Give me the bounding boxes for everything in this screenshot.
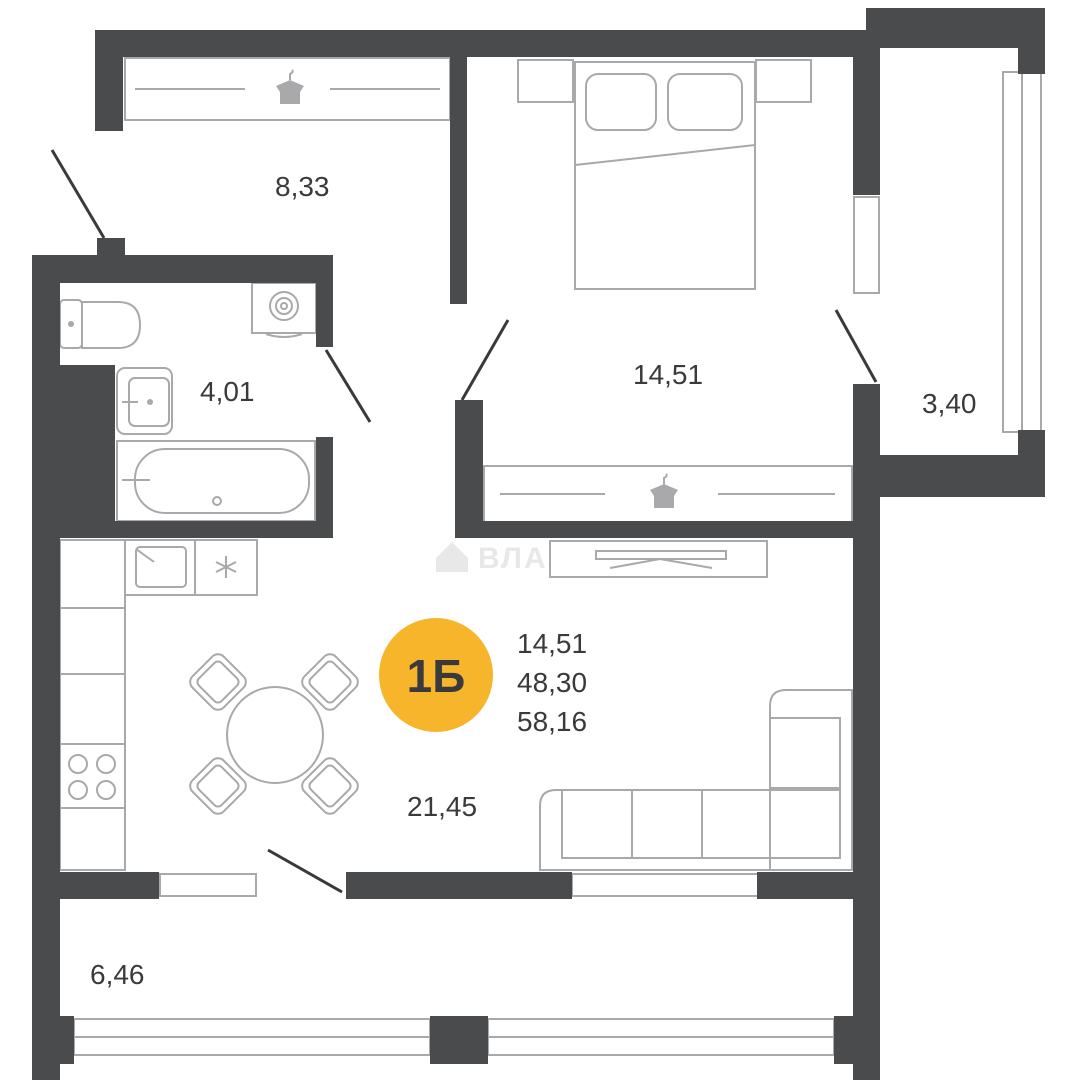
area-living-kitchen: 21,45 — [407, 791, 477, 822]
chair — [189, 653, 247, 711]
bedroom-door — [460, 319, 510, 401]
tv-stand — [549, 540, 768, 578]
area-balcony-right: 3,40 — [922, 388, 977, 419]
area-bathroom: 4,01 — [200, 376, 255, 407]
washing-machine-icon — [251, 282, 317, 338]
area-loggia: 6,46 — [90, 959, 145, 990]
hallway-wardrobe — [124, 57, 451, 121]
loggia-door — [267, 848, 343, 894]
watermark-logo-icon — [436, 542, 468, 572]
bathroom-door — [324, 349, 372, 423]
stat-living-area: 14,51 — [517, 628, 587, 659]
entrance-door — [50, 149, 106, 239]
wall-bedroom-left — [455, 400, 483, 538]
apartment-type-label: 1Б — [407, 650, 466, 702]
area-hallway: 8,33 — [275, 171, 330, 202]
wall-top — [95, 30, 880, 57]
stat-total-with-balcony: 58,16 — [517, 706, 587, 737]
chair — [189, 757, 247, 815]
wall-left — [32, 255, 60, 1080]
wall-loggia-right — [834, 1016, 880, 1064]
wall-bath-right-lower — [316, 437, 333, 538]
wall-balcony-right — [1018, 430, 1045, 497]
hanger-icon — [276, 69, 304, 104]
bed — [517, 59, 812, 290]
windows — [73, 71, 1042, 1056]
wall-loggia-left — [32, 1016, 74, 1064]
apartment-info: 1Б 14,51 48,30 58,16 — [379, 618, 587, 737]
wall-bedroom-right-upper — [853, 30, 880, 195]
apartment-type-badge — [379, 618, 493, 732]
dining-table — [189, 653, 359, 815]
wall-top-left — [95, 30, 123, 131]
chair — [301, 757, 359, 815]
furniture — [59, 57, 1042, 1056]
bathroom-fixtures — [59, 282, 317, 522]
bedroom-wardrobe — [483, 465, 853, 525]
wall-entry-jamb — [97, 238, 125, 266]
wall-balcony-top — [1018, 8, 1045, 74]
wall-bath-top — [32, 255, 332, 283]
kitchen-sink — [135, 546, 187, 588]
chair — [301, 653, 359, 711]
kitchen-set — [59, 539, 258, 871]
wall-living-bottom-right — [757, 872, 853, 899]
wall-hall-bedroom — [450, 57, 467, 304]
doors — [50, 149, 878, 894]
wall-kitchen-bottom-left — [32, 872, 159, 899]
stat-total-area: 48,30 — [517, 667, 587, 698]
toilet — [59, 299, 142, 349]
hanger-icon — [650, 473, 678, 508]
walls — [32, 8, 1045, 1080]
stove-icon — [68, 754, 116, 800]
wall-right — [853, 384, 880, 1080]
room-labels: 8,33 14,51 3,40 4,01 21,45 6,46 — [90, 171, 977, 990]
balcony-door — [834, 309, 878, 383]
sink — [116, 367, 173, 435]
wall-bath-shaft — [60, 365, 115, 521]
area-bedroom: 14,51 — [633, 359, 703, 390]
bathtub — [116, 440, 316, 522]
wall-loggia-mid — [430, 1016, 488, 1064]
wall-bath-bottom — [32, 521, 333, 538]
wall-balcony-bottom — [880, 455, 1045, 497]
wall-bedroom-bottom — [455, 521, 853, 538]
wall-living-bottom-mid — [346, 872, 572, 899]
wall-top-right — [866, 8, 1045, 48]
wall-bath-right-upper — [316, 255, 333, 347]
corner-sofa — [539, 689, 853, 871]
fridge-icon — [194, 539, 258, 596]
